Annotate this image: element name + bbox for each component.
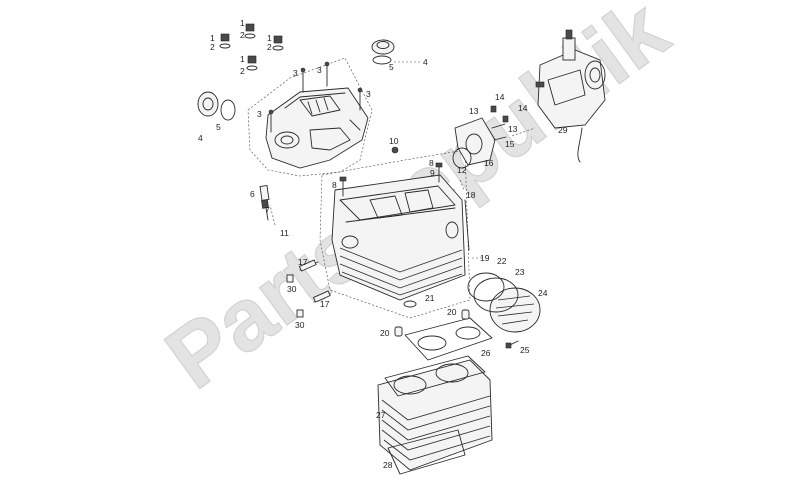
valve-cover-outline [247,57,373,177]
callout-12: 12 [457,165,467,175]
callout-3: 3 [257,109,262,119]
cap-nuts [219,23,284,71]
callout-9: 9 [430,168,435,178]
callout-30: 30 [295,320,305,330]
callout-11: 11 [280,228,289,238]
cylinder [377,355,493,471]
spark-plug [259,185,270,221]
callout-20: 20 [380,328,390,338]
inspection-cap-left [197,91,236,121]
callout-20: 20 [447,307,457,317]
callout-2: 2 [240,66,245,76]
base-gasket [387,429,466,475]
cylinder-head [331,174,466,301]
callout-7: 7 [265,205,270,215]
carburetor [535,29,606,163]
callout-19: 19 [480,253,490,263]
fittings-17 [298,259,331,303]
callout-14: 14 [518,103,528,113]
callout-3: 3 [317,65,322,75]
callout-17: 17 [320,299,330,309]
callout-1: 1 [240,54,245,64]
inspection-cap-top [371,39,395,65]
callout-4: 4 [198,133,203,143]
callout-26: 26 [481,348,491,358]
cylinder-head-outline [319,149,471,319]
dowels-20 [394,309,470,337]
callout-8: 8 [429,158,434,168]
side-cover [467,272,541,349]
callout-6: 6 [250,189,255,199]
callout-27: 27 [376,410,386,420]
callout-1: 1 [210,33,215,43]
washer-21 [403,300,417,308]
callout-1: 1 [267,33,272,43]
callout-13: 13 [508,124,518,134]
callout-10: 10 [389,136,399,146]
callout-15: 15 [505,139,515,149]
leader-lines [269,61,536,259]
callout-21: 21 [425,293,435,303]
callout-25: 25 [520,345,530,355]
callout-5: 5 [389,62,394,72]
callout-2: 2 [240,30,245,40]
callout-29: 29 [558,125,568,135]
callout-3: 3 [366,89,371,99]
callout-3: 3 [293,68,298,78]
callout-14: 14 [495,92,505,102]
callout-16: 16 [484,158,494,168]
callout-5: 5 [216,122,221,132]
callout-8: 8 [332,180,337,190]
callout-13: 13 [469,106,479,116]
caps-30 [286,274,304,318]
valve-cover [265,87,369,169]
callout-2: 2 [210,42,215,52]
callout-22: 22 [497,256,507,266]
callout-28: 28 [383,460,393,470]
cover-bolts [268,61,363,133]
callout-23: 23 [515,267,525,277]
callout-24: 24 [538,288,548,298]
intake-manifold [452,117,496,169]
callout-4: 4 [423,57,428,67]
head-gasket [404,317,493,361]
callout-2: 2 [267,42,272,52]
callout-30: 30 [287,284,297,294]
callout-1: 1 [240,18,245,28]
callout-labels: 1 2 1 2 1 2 1 2 3 3 3 3 4 5 4 5 6 7 8 8 … [198,18,568,470]
intake-bolts [490,105,509,141]
head-bolts [339,146,470,251]
callout-17: 17 [298,257,308,267]
callout-18: 18 [466,190,476,200]
